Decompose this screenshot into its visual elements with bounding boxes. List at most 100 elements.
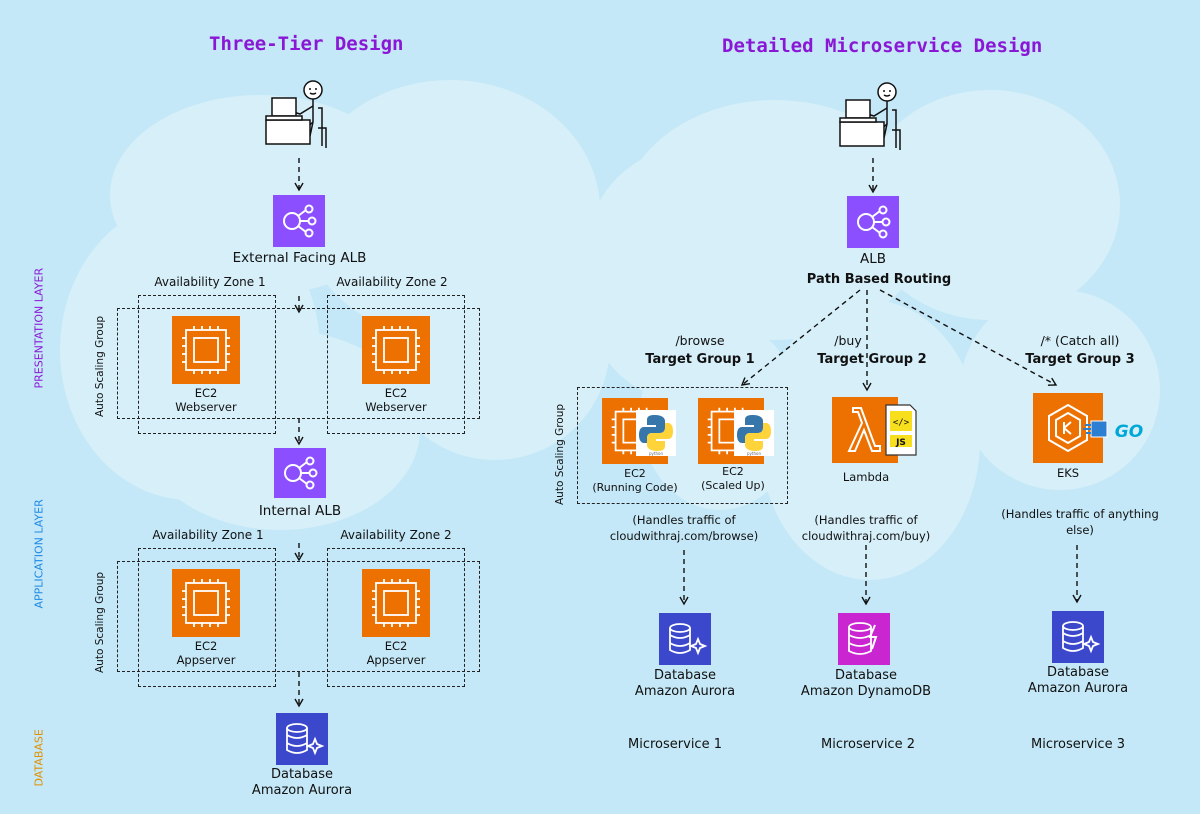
app1-role: Appserver: [176, 653, 236, 668]
microservice-3-label: Microservice 3: [1031, 737, 1125, 752]
ms3-db-line1: Database: [1046, 665, 1110, 680]
python-logo-text: python: [649, 451, 663, 456]
load-balancer-icon: [847, 196, 899, 248]
ms1-db-line1: Database: [653, 668, 717, 683]
web2-label: EC2 Webserver: [346, 386, 446, 415]
app2-role: Appserver: [366, 653, 426, 668]
python-logo-icon: python: [636, 410, 676, 456]
app-az1-box: [138, 548, 276, 687]
python-logo-icon: python: [734, 410, 774, 456]
tg1-path-label: /browse: [675, 333, 725, 348]
app1-label: EC2 Appserver: [156, 639, 256, 668]
go-logo-text: GO: [1115, 422, 1143, 442]
ec2a-name: EC2: [624, 467, 646, 480]
three-tier-title: Three-Tier Design: [209, 33, 404, 55]
lambda-icon: </> JS: [832, 397, 917, 463]
js-badge-text: JS: [895, 438, 906, 448]
alb-label: ALB: [859, 251, 887, 267]
svg-text:</>: </>: [893, 418, 910, 428]
ec2-instance-icon: [362, 316, 430, 384]
web2-role: Webserver: [365, 400, 427, 415]
lambda-label: Lambda: [842, 470, 890, 484]
left-db-line1: Database: [270, 767, 334, 782]
app-az1-label: Availability Zone 1: [152, 528, 264, 542]
presentation-layer-label: PRESENTATION LAYER: [32, 267, 46, 389]
ms3-note-line1: (Handles traffic of anything: [1001, 507, 1159, 521]
eks-icon: GO: [1033, 393, 1143, 463]
external-alb-label: External Facing ALB: [232, 250, 367, 266]
javascript-file-icon: </> JS: [885, 404, 917, 456]
ec2b-name: EC2: [722, 465, 744, 478]
web-asg-label: Auto Scaling Group: [94, 315, 106, 417]
go-logo-icon: GO: [1083, 420, 1143, 442]
web-asg-box: [117, 308, 480, 419]
microservice-1-label: Microservice 1: [628, 737, 722, 752]
tg1-asg-label: Auto Scaling Group: [554, 403, 566, 505]
aurora-database-icon: [276, 713, 328, 765]
tg2-path-label: /buy: [834, 333, 862, 348]
ec2-instance-icon: [362, 569, 430, 637]
ms2-db-line1: Database: [834, 668, 898, 683]
load-balancer-icon: [273, 195, 325, 247]
ms3-db-label: Database Amazon Aurora: [1008, 665, 1148, 698]
web2-name: EC2: [384, 386, 408, 400]
left-db-label: Database Amazon Aurora: [232, 767, 372, 800]
ec2b-label: EC2 (Scaled Up): [683, 465, 783, 493]
ec2a-sub: (Running Code): [592, 480, 678, 494]
arrow-alb-to-tg3: [879, 289, 1058, 386]
web1-name: EC2: [194, 386, 218, 400]
app2-name: EC2: [384, 639, 408, 653]
tg2-name-label: Target Group 2: [817, 352, 927, 367]
ms2-db-line2: Amazon DynamoDB: [800, 684, 932, 700]
ms2-note-line1: (Handles traffic of: [814, 513, 918, 527]
left-db-line2: Amazon Aurora: [251, 783, 353, 799]
ms1-note-line1: (Handles traffic of: [632, 513, 736, 527]
ec2a-label: EC2 (Running Code): [585, 467, 685, 495]
ms1-db-line2: Amazon Aurora: [634, 684, 736, 700]
microservice-title: Detailed Microservice Design: [722, 35, 1043, 57]
ms3-db-line2: Amazon Aurora: [1027, 681, 1129, 697]
user-at-desk-icon: [839, 82, 901, 150]
microservice-2-label: Microservice 2: [821, 737, 915, 752]
ms2-note: (Handles traffic of cloudwithraj.com/buy…: [776, 512, 956, 544]
web-az1-label: Availability Zone 1: [154, 275, 266, 289]
path-based-routing-label: Path Based Routing: [806, 272, 952, 287]
ms2-db-label: Database Amazon DynamoDB: [796, 668, 936, 701]
load-balancer-icon: [274, 448, 326, 498]
app-az2-label: Availability Zone 2: [340, 528, 452, 542]
eks-label: EKS: [1056, 466, 1080, 480]
aurora-database-icon: [659, 613, 711, 665]
ms1-note: (Handles traffic of cloudwithraj.com/bro…: [594, 512, 774, 544]
dynamodb-icon: [838, 613, 890, 665]
web-az2-label: Availability Zone 2: [336, 275, 448, 289]
tg3-path-label: /* (Catch all): [1040, 333, 1120, 348]
python-logo-text: python: [747, 451, 761, 456]
ec2b-sub: (Scaled Up): [701, 478, 765, 492]
tg1-name-label: Target Group 1: [645, 352, 755, 367]
arrow-alb-to-tg1: [740, 289, 861, 386]
tg1-asg-box: [577, 387, 788, 504]
ec2-instance-icon: [172, 569, 240, 637]
ms3-note: (Handles traffic of anything else): [990, 506, 1170, 538]
cloud: [860, 90, 1120, 320]
app-asg-box: [117, 561, 480, 672]
ec2-instance-icon: [172, 316, 240, 384]
internal-alb-label: Internal ALB: [258, 503, 342, 519]
ms2-note-line2: cloudwithraj.com/buy): [801, 529, 931, 544]
database-layer-label: DATABASE: [32, 729, 46, 787]
web-az2-box: [327, 295, 465, 434]
app2-label: EC2 Appserver: [346, 639, 446, 668]
ms1-db-label: Database Amazon Aurora: [615, 668, 755, 701]
ms3-note-line2: else): [1066, 523, 1094, 538]
web-az1-box: [138, 295, 276, 434]
web1-label: EC2 Webserver: [156, 386, 256, 415]
app-az2-box: [327, 548, 465, 687]
app-asg-label: Auto Scaling Group: [94, 571, 106, 673]
user-at-desk-icon: [265, 80, 327, 148]
aurora-database-icon: [1052, 611, 1104, 663]
app1-name: EC2: [194, 639, 218, 653]
ms1-note-line2: cloudwithraj.com/browse): [609, 529, 759, 544]
web1-role: Webserver: [175, 400, 237, 415]
tg3-name-label: Target Group 3: [1025, 352, 1135, 367]
